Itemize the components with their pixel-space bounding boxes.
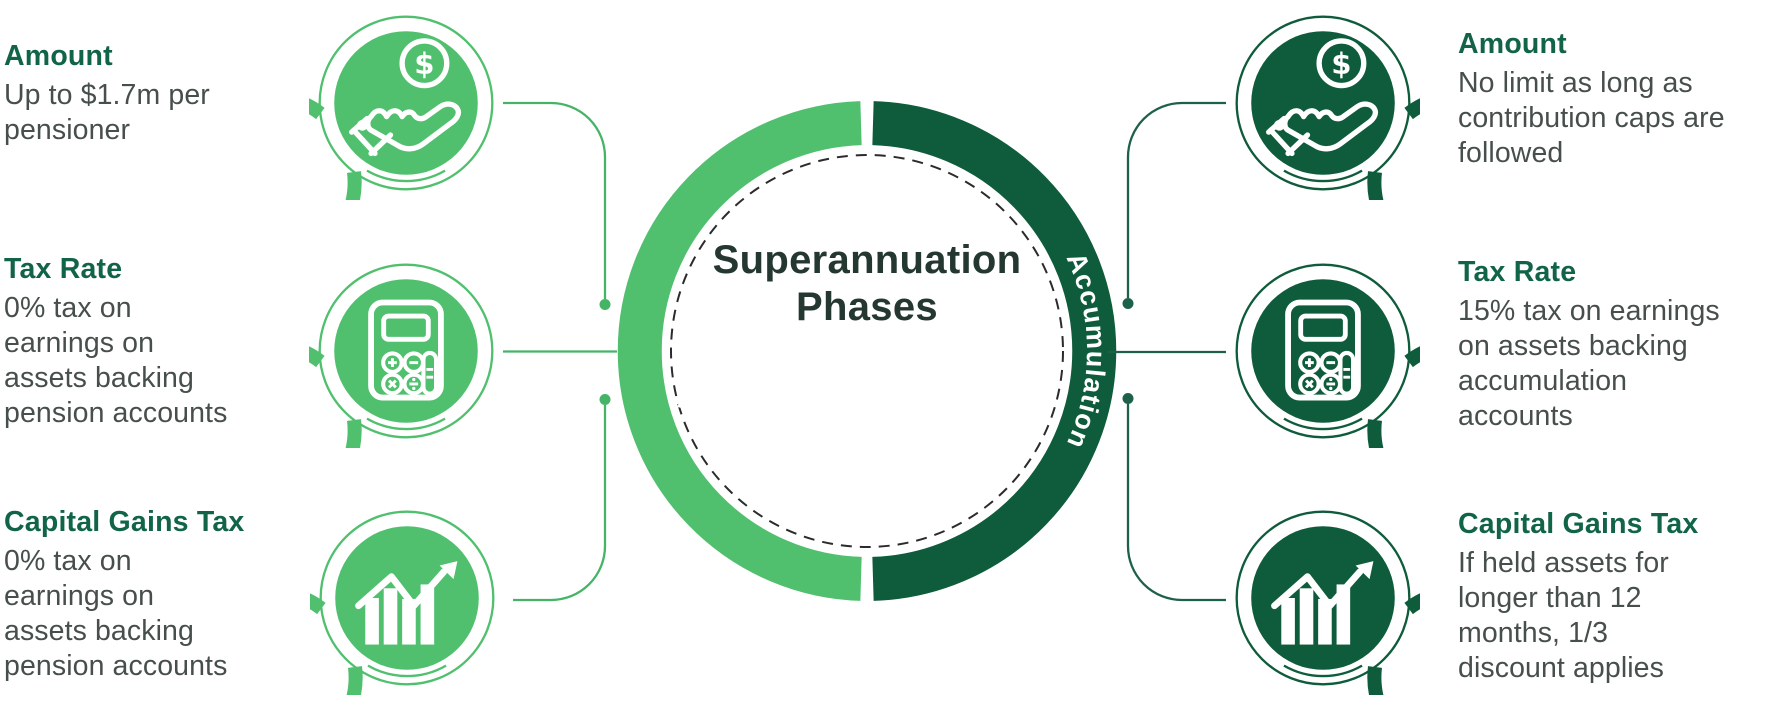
pension-tax-rate-heading: Tax Rate — [4, 253, 123, 285]
accumulation-tax-rate-block: Tax Rate 15% tax on earnings on assets b… — [1458, 254, 1758, 434]
accumulation-calculator-icon — [1226, 254, 1420, 448]
accumulation-cgt-block: Capital Gains Tax If held assets for lon… — [1458, 506, 1758, 686]
accumulation-cgt-heading: Capital Gains Tax — [1458, 508, 1699, 540]
pension-cgt-heading: Capital Gains Tax — [4, 506, 245, 538]
pension-cgt-body: 0% tax on earnings on assets backing pen… — [4, 545, 228, 682]
pension-amount-heading: Amount — [4, 40, 113, 72]
pension-hand-coin-icon — [309, 6, 503, 200]
accumulation-tax-rate-body: 15% tax on earnings on assets backing ac… — [1458, 295, 1720, 432]
pension-tax-rate-body: 0% tax on earnings on assets backing pen… — [4, 292, 228, 429]
accumulation-arc — [872, 101, 1117, 601]
accumulation-cgt-body: If held assets for longer than 12 months… — [1458, 547, 1669, 684]
accumulation-amount-heading: Amount — [1458, 28, 1567, 60]
accumulation-amount-block: Amount No limit as long as contribution … — [1458, 26, 1758, 171]
center-title: Superannuation Phases — [712, 238, 1022, 329]
pension-tax-rate-block: Tax Rate 0% tax on earnings on assets ba… — [4, 251, 254, 431]
accumulation-amount-body: No limit as long as contribution caps ar… — [1458, 67, 1725, 169]
pension-arc — [617, 101, 862, 601]
pension-calculator-icon — [309, 254, 503, 448]
accumulation-growth-chart-icon — [1226, 501, 1420, 695]
dashed-inner-circle — [670, 154, 1064, 548]
phases-hub-ring: Pension Accumulation — [617, 101, 1117, 601]
pension-amount-body: Up to $1.7m per pensioner — [4, 79, 210, 146]
accumulation-tax-rate-heading: Tax Rate — [1458, 256, 1577, 288]
pension-cgt-block: Capital Gains Tax 0% tax on earnings on … — [4, 504, 254, 684]
accumulation-hand-coin-icon — [1226, 6, 1420, 200]
pension-amount-block: Amount Up to $1.7m per pensioner — [4, 38, 254, 148]
pension-growth-chart-icon — [310, 501, 504, 695]
